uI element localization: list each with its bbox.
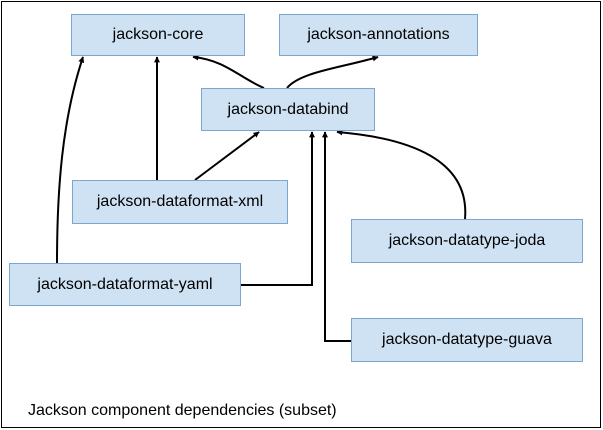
node-label: jackson-annotations	[307, 26, 450, 43]
edge-yaml-to-databind	[241, 131, 315, 286]
edge-yaml-to-core	[56, 56, 85, 264]
node-jackson-dataformat-xml: jackson-dataformat-xml	[72, 180, 288, 224]
node-jackson-annotations: jackson-annotations	[279, 14, 478, 56]
node-jackson-dataformat-yaml: jackson-dataformat-yaml	[9, 263, 241, 306]
node-label: jackson-dataformat-xml	[96, 193, 264, 210]
node-label: jackson-datatype-guava	[382, 331, 552, 348]
diagram-caption: Jackson component dependencies (subset)	[28, 402, 337, 419]
node-jackson-datatype-joda: jackson-datatype-joda	[351, 219, 583, 263]
edge-joda-to-databind	[336, 129, 467, 220]
node-label: jackson-databind	[227, 100, 349, 118]
node-jackson-core: jackson-core	[71, 14, 245, 56]
node-label: jackson-datatype-joda	[388, 232, 546, 249]
edge-databind-to-annotations	[286, 55, 379, 89]
edge-xml-to-databind	[194, 131, 260, 181]
node-label: jackson-dataformat-yaml	[37, 275, 213, 293]
edge-databind-to-core	[192, 54, 265, 89]
node-label: jackson-core	[112, 26, 204, 43]
node-jackson-datatype-guava: jackson-datatype-guava	[351, 318, 583, 362]
edge-guava-to-databind	[322, 131, 351, 342]
node-jackson-databind: jackson-databind	[201, 88, 375, 131]
